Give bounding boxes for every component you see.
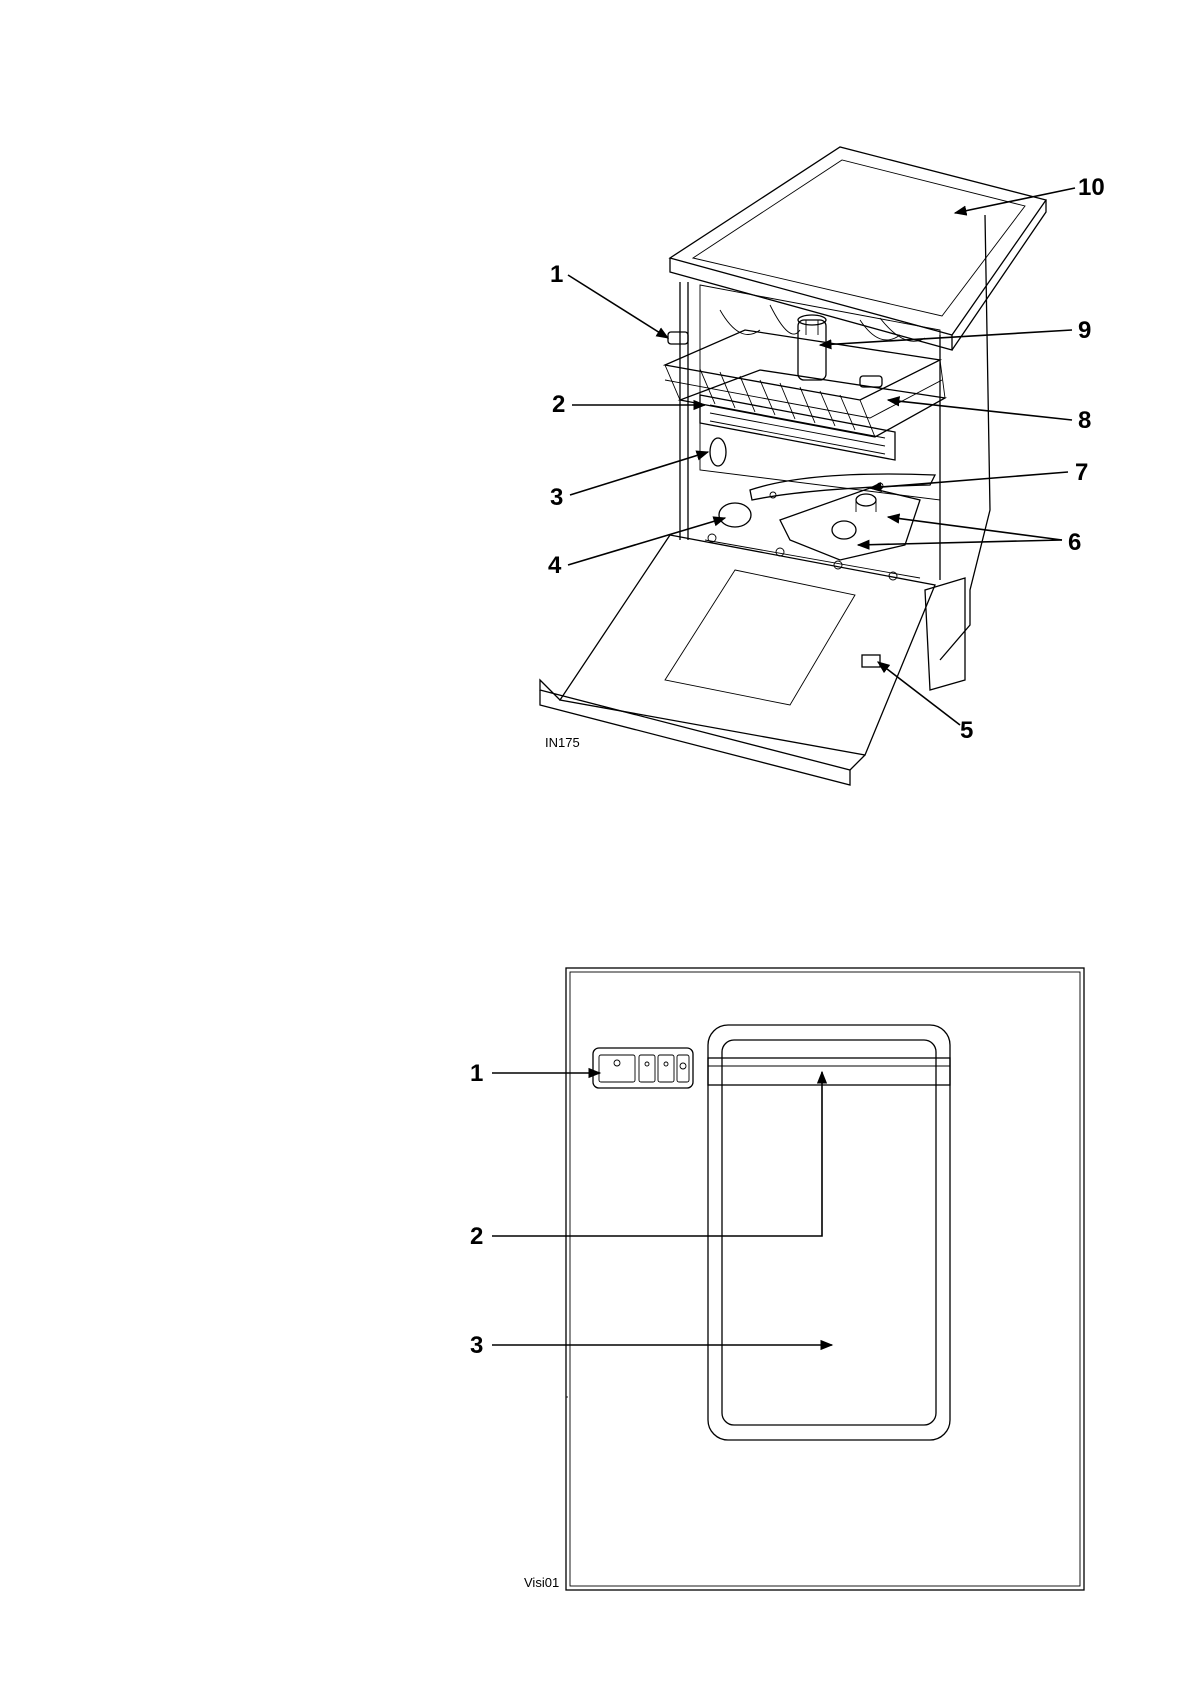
half-load-button <box>639 1055 655 1082</box>
dishwasher-front-illustration <box>566 968 1084 1590</box>
callout-9: 9 <box>1078 317 1091 344</box>
door-front-panel <box>566 968 1084 1590</box>
callout-8: 8 <box>1078 407 1091 434</box>
worktop <box>670 147 1046 335</box>
callout-7: 7 <box>1075 459 1088 486</box>
callout-3: 3 <box>550 484 563 511</box>
front-callout-1: 1 <box>470 1060 483 1087</box>
figure1-callouts: 1 2 3 4 5 6 7 8 9 10 IN175 <box>545 174 1105 750</box>
detergent-dispenser <box>710 438 726 466</box>
front-callout-3: 3 <box>470 1332 483 1359</box>
rating-plate <box>862 655 880 667</box>
control-panel <box>593 1048 693 1088</box>
callout-6: 6 <box>1068 529 1081 556</box>
power-button <box>677 1055 689 1082</box>
figure1-code: IN175 <box>545 735 580 750</box>
rinse-aid-dispenser <box>798 315 826 380</box>
dishwasher-open-illustration <box>540 147 1046 785</box>
program-button <box>599 1055 635 1082</box>
door-inner-panel <box>665 570 855 705</box>
figure2-callouts: 1 2 3 Visi01 <box>470 1060 832 1590</box>
door-handle-frame <box>708 1025 950 1440</box>
door-handle <box>708 1058 950 1085</box>
callout-1: 1 <box>550 261 563 288</box>
rack-stopper-left <box>668 332 688 344</box>
callout-10: 10 <box>1078 174 1105 201</box>
callout-2: 2 <box>552 391 565 418</box>
figure2-code: Visi01 <box>524 1575 559 1590</box>
callout-4: 4 <box>548 552 562 579</box>
delay-button <box>658 1055 674 1082</box>
callout-5: 5 <box>960 717 973 744</box>
front-callout-2: 2 <box>470 1223 483 1250</box>
salt-container-cap <box>719 503 751 527</box>
filter-assembly <box>780 488 920 560</box>
open-door <box>540 534 935 785</box>
